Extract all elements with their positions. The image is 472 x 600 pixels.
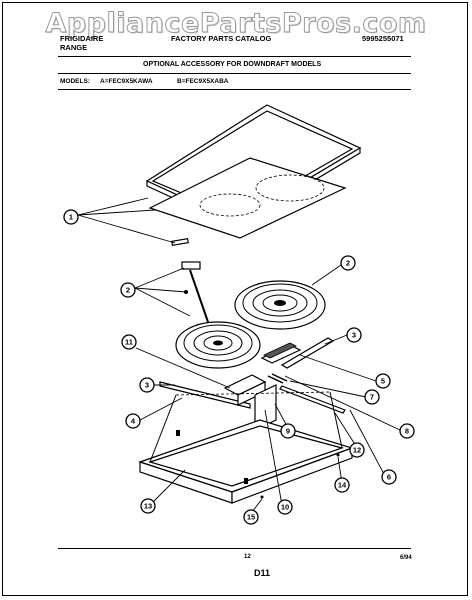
callout-13: 13	[140, 498, 156, 514]
callout-4: 4	[125, 413, 141, 429]
catalog-title: FACTORY PARTS CATALOG	[171, 34, 272, 43]
svg-text:11: 11	[125, 338, 133, 347]
svg-text:14: 14	[338, 481, 347, 490]
svg-text:12: 12	[353, 446, 361, 455]
surface-element-right	[234, 280, 326, 330]
svg-text:9: 9	[286, 427, 290, 436]
callout-3-left: 3	[139, 377, 155, 393]
svg-text:7: 7	[370, 393, 374, 402]
svg-text:13: 13	[144, 502, 152, 511]
callout-2-right: 2	[340, 255, 356, 271]
callout-8: 8	[399, 423, 415, 439]
revision-date: 6/94	[400, 555, 412, 561]
callout-11: 11	[121, 334, 137, 350]
page-border	[2, 2, 468, 596]
svg-text:6: 6	[387, 473, 391, 482]
models-label: MODELS:	[60, 78, 90, 85]
svg-text:3: 3	[352, 331, 356, 340]
watermark: AppliancePartsPros.com	[45, 8, 427, 40]
drip-pan	[138, 391, 354, 504]
footer-rule	[58, 548, 411, 549]
callout-5: 5	[375, 373, 391, 389]
svg-text:4: 4	[131, 417, 136, 426]
svg-text:2: 2	[346, 259, 350, 268]
svg-text:2: 2	[126, 286, 130, 295]
callout-14: 14	[334, 477, 350, 493]
terminal-block	[260, 342, 302, 364]
svg-text:8: 8	[405, 427, 409, 436]
section-subtitle: OPTIONAL ACCESSORY FOR DOWNDRAFT MODELS	[143, 61, 322, 68]
callout-9: 9	[280, 423, 296, 439]
callout-1: 1	[63, 209, 79, 225]
diagram-id: D11	[254, 568, 271, 578]
callout-7: 7	[364, 389, 380, 405]
callout-2-left: 2	[120, 282, 136, 298]
svg-text:10: 10	[281, 503, 289, 512]
catalog-number: 5995255071	[362, 34, 404, 43]
header-rule-bottom	[58, 89, 411, 90]
callout-6: 6	[381, 469, 397, 485]
model-b: B=FEC9X5XABA	[177, 78, 229, 85]
svg-text:15: 15	[247, 513, 255, 522]
svg-text:3: 3	[145, 381, 149, 390]
header-rule-mid	[58, 73, 411, 74]
svg-text:5: 5	[381, 377, 385, 386]
glass-panel	[148, 157, 347, 239]
callout-3-right: 3	[346, 327, 362, 343]
product-type: RANGE	[60, 43, 88, 52]
model-a: A=FEC9X5KAWA	[100, 78, 153, 85]
header-rule-top	[58, 56, 411, 57]
callout-10: 10	[277, 499, 293, 515]
clip	[171, 237, 189, 247]
surface-element-left	[175, 321, 261, 369]
callout-12: 12	[349, 442, 365, 458]
leader-lines	[77, 197, 401, 513]
screw-14	[336, 453, 340, 457]
page-number: 12	[244, 554, 251, 560]
callout-15: 15	[243, 509, 259, 525]
screw-15	[260, 495, 264, 499]
brand-name: FRIGIDAIRE	[60, 34, 104, 43]
svg-text:1: 1	[69, 213, 73, 222]
